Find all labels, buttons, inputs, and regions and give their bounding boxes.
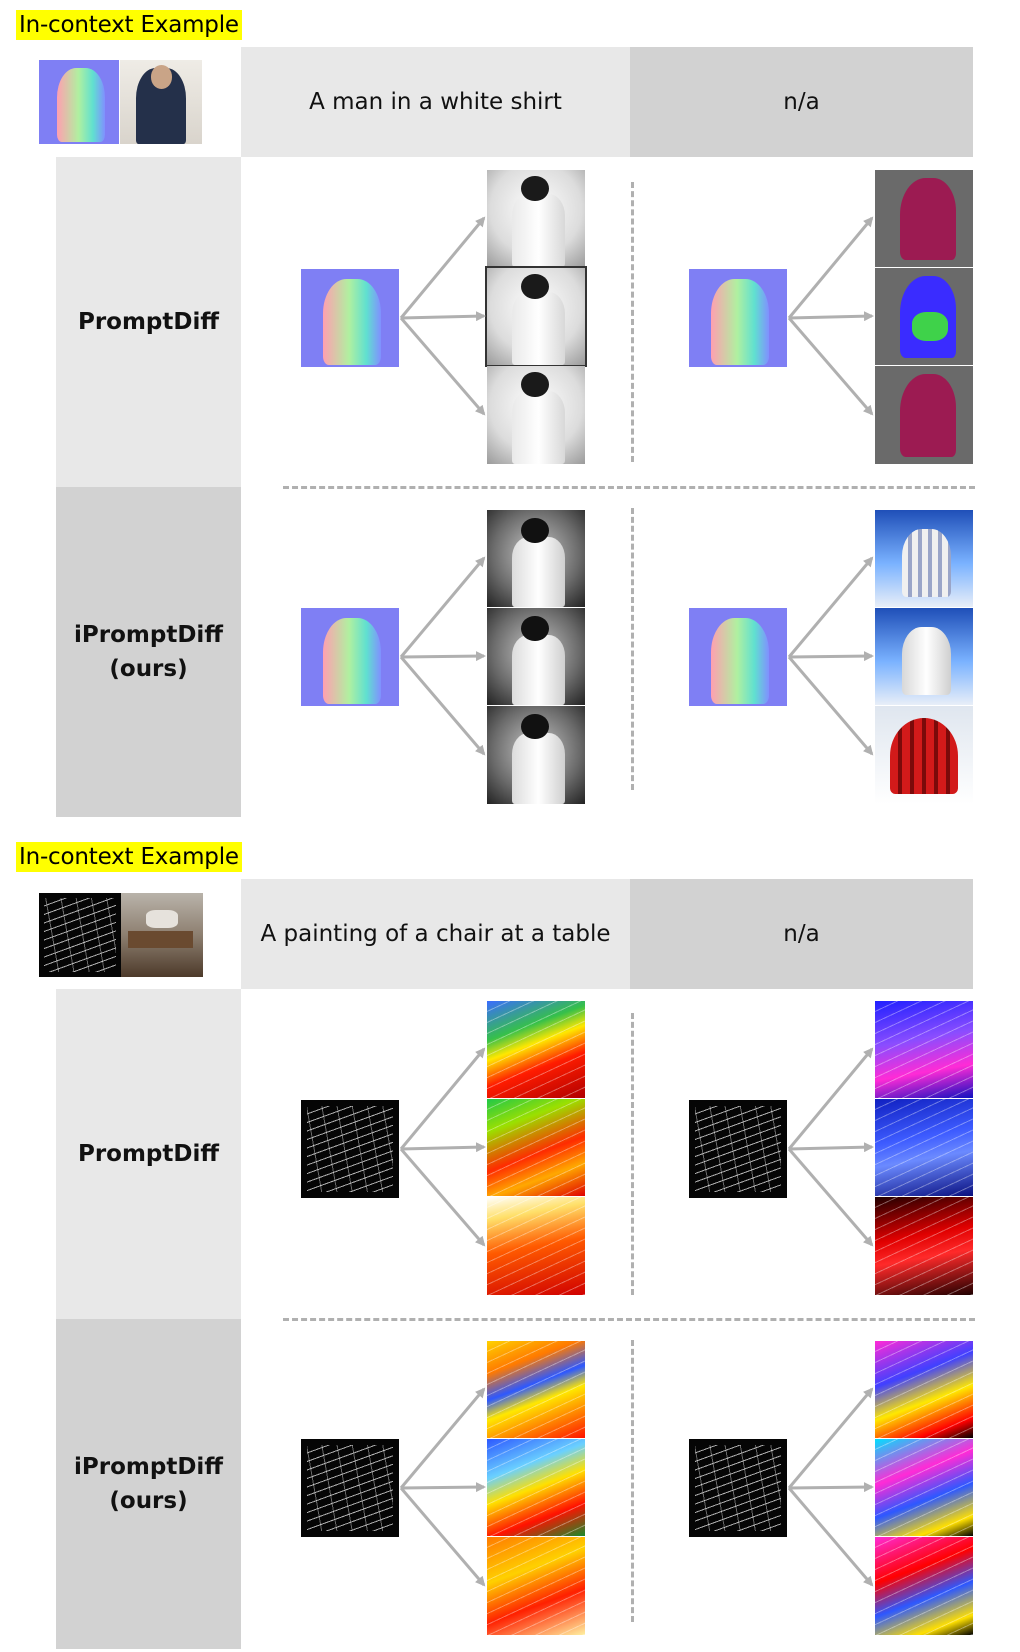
- arrow: [400, 651, 486, 662]
- arrow: [787, 656, 874, 756]
- output-image: [875, 1099, 973, 1196]
- output-image: [875, 268, 973, 365]
- arrow: [399, 556, 486, 658]
- method-label-ipromptdiff: iPromptDiff(ours): [56, 487, 241, 817]
- arrow: [788, 651, 874, 662]
- arrow: [787, 317, 874, 416]
- in-context-example-label: In-context Example: [16, 842, 242, 872]
- column-divider: [631, 182, 634, 462]
- output-image: [487, 1537, 585, 1635]
- input-edge-map: [689, 1100, 787, 1198]
- na-header: n/a: [630, 879, 973, 989]
- output-image: [875, 1341, 973, 1438]
- arrow: [787, 216, 874, 319]
- output-image: [487, 366, 585, 464]
- output-image: [875, 1197, 973, 1295]
- method-label-promptdiff: PromptDiff: [56, 157, 241, 487]
- arrow: [788, 1482, 874, 1493]
- arrow: [787, 556, 874, 658]
- arrow: [399, 216, 486, 319]
- output-image: [875, 1001, 973, 1098]
- output-image: [875, 706, 973, 804]
- output-image: [485, 266, 587, 367]
- output-image: [487, 1099, 585, 1196]
- output-image: [487, 706, 585, 804]
- arrow: [787, 1487, 874, 1587]
- arrow: [788, 1142, 874, 1153]
- input-edge-map: [689, 1439, 787, 1537]
- output-image: [487, 510, 585, 607]
- context-photo-image: [120, 60, 202, 144]
- context-edge-map-image: [39, 893, 121, 977]
- output-image: [487, 608, 585, 705]
- row-divider: [283, 1318, 975, 1321]
- arrow: [399, 317, 486, 416]
- output-image: [875, 510, 973, 607]
- arrow: [399, 1487, 486, 1587]
- input-normal-map: [689, 269, 787, 367]
- output-image: [487, 1197, 585, 1295]
- column-divider: [631, 508, 634, 790]
- input-normal-map: [301, 608, 399, 706]
- arrow: [399, 1047, 486, 1150]
- input-normal-map: [301, 269, 399, 367]
- arrow: [787, 1047, 874, 1150]
- na-header: n/a: [630, 47, 973, 157]
- input-normal-map: [689, 608, 787, 706]
- in-context-example-label: In-context Example: [16, 10, 242, 40]
- output-image: [487, 1341, 585, 1438]
- arrow: [399, 1387, 486, 1489]
- arrow: [787, 1148, 874, 1247]
- arrow: [400, 1142, 486, 1153]
- output-image: [875, 366, 973, 464]
- output-image: [487, 1001, 585, 1098]
- output-image: [875, 608, 973, 705]
- arrow: [399, 1148, 486, 1247]
- context-normal-map-image: [39, 60, 119, 144]
- output-image: [487, 170, 585, 267]
- output-image: [487, 1439, 585, 1536]
- arrow: [399, 656, 486, 756]
- method-label-promptdiff: PromptDiff: [56, 989, 241, 1319]
- output-image: [875, 1537, 973, 1635]
- output-image: [875, 1439, 973, 1536]
- arrow: [787, 1387, 874, 1489]
- column-divider: [631, 1340, 634, 1622]
- method-label-ipromptdiff: iPromptDiff(ours): [56, 1319, 241, 1649]
- input-edge-map: [301, 1439, 399, 1537]
- column-divider: [631, 1013, 634, 1295]
- arrow: [788, 311, 874, 322]
- arrow: [400, 311, 486, 322]
- context-photo-image: [121, 893, 203, 977]
- arrow: [400, 1482, 486, 1493]
- prompt-header: A painting of a chair at a table: [241, 879, 630, 989]
- prompt-header: A man in a white shirt: [241, 47, 630, 157]
- output-image: [875, 170, 973, 267]
- input-edge-map: [301, 1100, 399, 1198]
- row-divider: [283, 486, 975, 489]
